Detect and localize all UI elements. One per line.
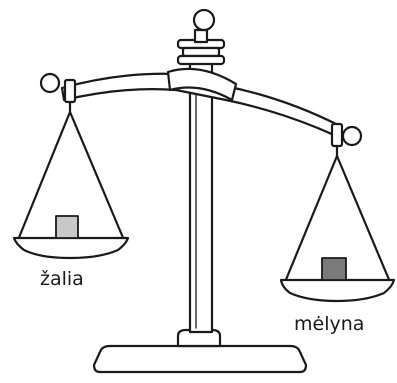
- left-pan: [14, 238, 128, 258]
- right-weight: [322, 258, 346, 280]
- scale-base: [94, 346, 306, 372]
- left-beam-cap: [41, 74, 59, 92]
- finial-knob: [194, 10, 214, 30]
- right-pan-label: mėlyna: [294, 313, 364, 335]
- right-pan: [281, 280, 394, 301]
- left-weight: [56, 216, 78, 238]
- scale-post: [190, 62, 212, 332]
- right-beam-cap: [343, 127, 361, 145]
- left-pan-label: žalia: [40, 268, 84, 290]
